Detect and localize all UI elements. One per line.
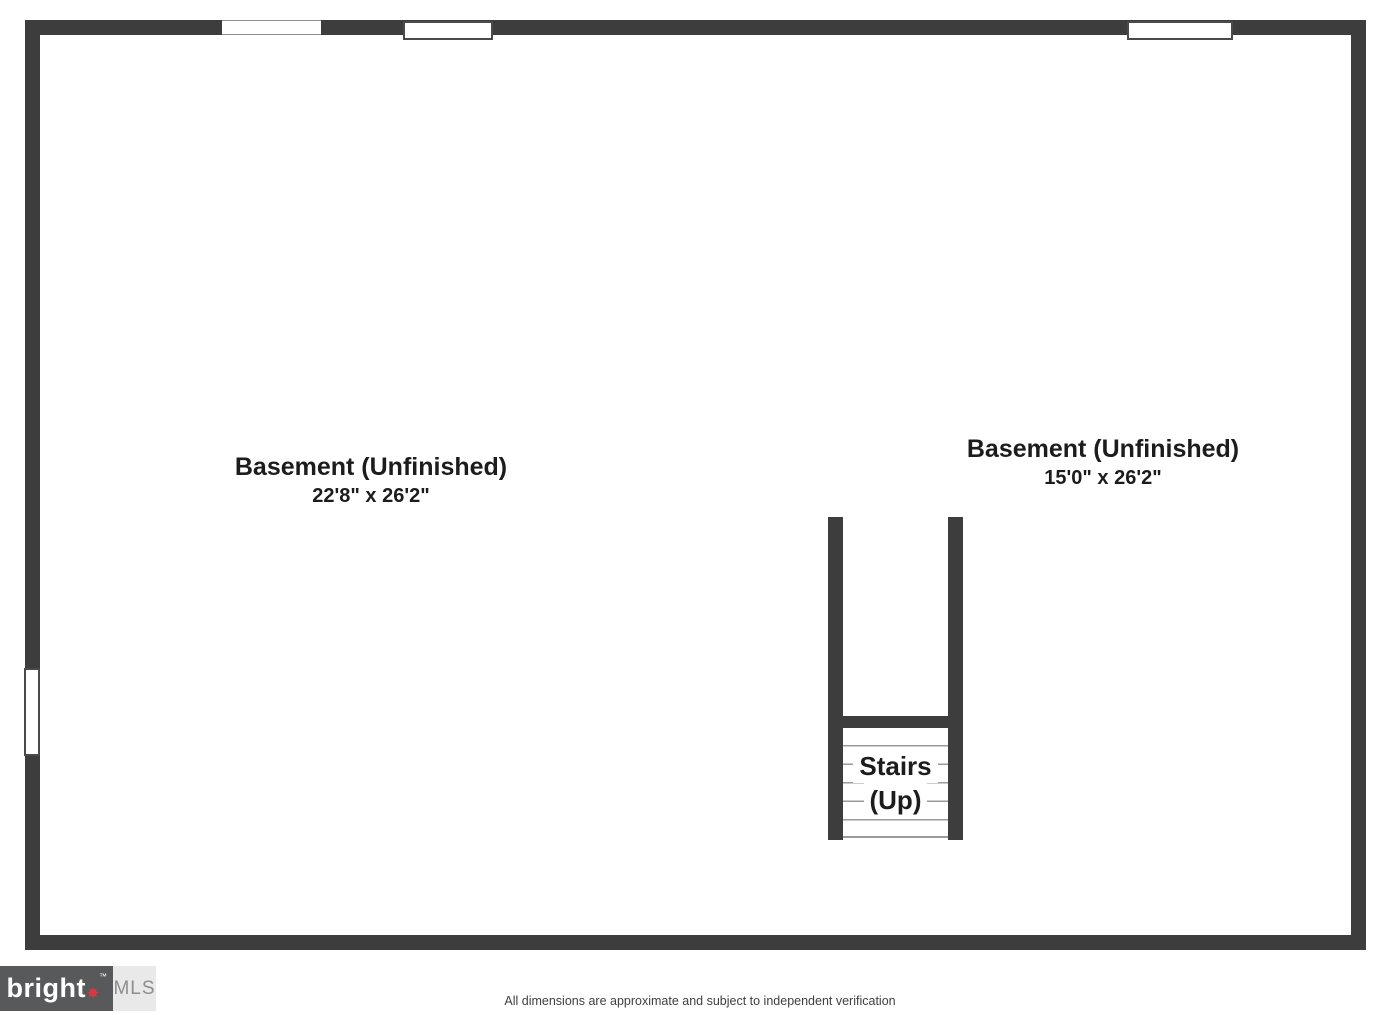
stairs-label-line1: Stairs: [853, 749, 938, 783]
room-label-left: Basement (Unfinished) 22'8" x 26'2": [171, 452, 571, 509]
logo-brand-block: bright ™: [0, 966, 113, 1011]
window-symbol-left: [24, 668, 40, 756]
logo-mls-text: MLS: [113, 977, 156, 999]
maple-leaf-icon: [86, 975, 99, 999]
basement-outline: [25, 20, 1366, 950]
disclaimer-text: All dimensions are approximate and subje…: [504, 994, 896, 1008]
room-dimensions: 15'0" x 26'2": [1044, 467, 1162, 489]
brand-logo: bright ™ MLS: [0, 966, 156, 1011]
room-name: Basement (Unfinished): [234, 453, 508, 481]
window-symbol-top-b: [403, 21, 493, 40]
room-dimensions: 22'8" x 26'2": [312, 485, 430, 507]
stair-wall-right: [948, 517, 963, 840]
stair-landing-bar: [828, 716, 963, 728]
logo-brand-text: bright: [6, 973, 86, 1003]
logo-mls-block: MLS: [113, 966, 156, 1011]
room-name: Basement (Unfinished): [966, 435, 1240, 463]
window-symbol-top-a: [222, 20, 321, 35]
room-label-right: Basement (Unfinished) 15'0" x 26'2": [903, 434, 1303, 491]
window-symbol-top-c: [1127, 21, 1233, 40]
stair-wall-left: [828, 517, 843, 840]
stairs-label-line2: (Up): [863, 783, 928, 817]
trademark-symbol: ™: [98, 972, 108, 981]
stairs-label: Stairs (Up): [843, 728, 948, 838]
